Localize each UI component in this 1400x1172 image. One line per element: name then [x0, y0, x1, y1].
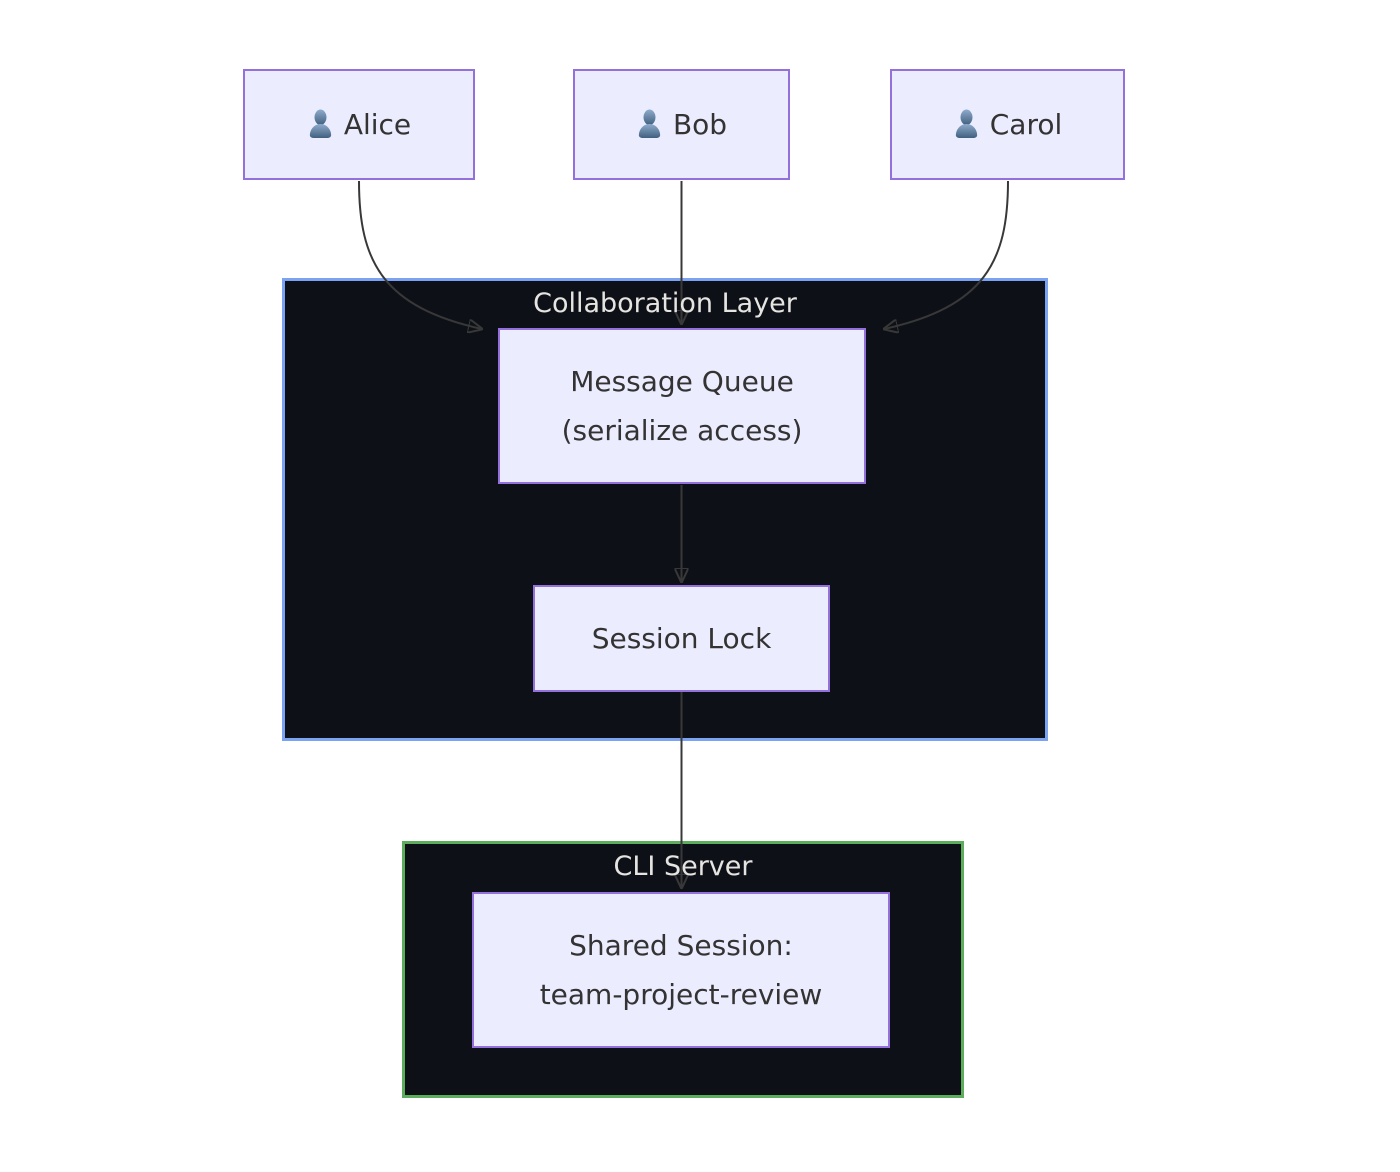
node-alice: Alice [243, 69, 475, 180]
edge-carol-message-queue [884, 180, 1009, 329]
node-shared-session-line1: Shared Session: [569, 929, 793, 962]
node-session-lock-label: Session Lock [591, 622, 772, 655]
cluster-collaboration-layer-title: Collaboration Layer [533, 288, 797, 319]
node-message-queue: Message Queue (serialize access) [498, 328, 866, 484]
node-message-queue-line2: (serialize access) [561, 414, 803, 447]
actor-label: Alice [343, 108, 412, 141]
user-icon [307, 109, 334, 140]
node-shared-session-line2: team-project-review [539, 978, 823, 1011]
edge-alice-message-queue [358, 180, 482, 329]
node-message-queue-line1: Message Queue [570, 365, 794, 398]
node-bob: Bob [573, 69, 790, 180]
node-shared-session: Shared Session: team-project-review [472, 892, 890, 1048]
node-session-lock: Session Lock [533, 585, 830, 692]
user-icon [953, 109, 980, 140]
cluster-cli-server-title: CLI Server [613, 851, 753, 882]
actor-label: Bob [672, 108, 728, 141]
user-icon [636, 109, 663, 140]
actor-label: Carol [989, 108, 1063, 141]
node-carol: Carol [890, 69, 1125, 180]
